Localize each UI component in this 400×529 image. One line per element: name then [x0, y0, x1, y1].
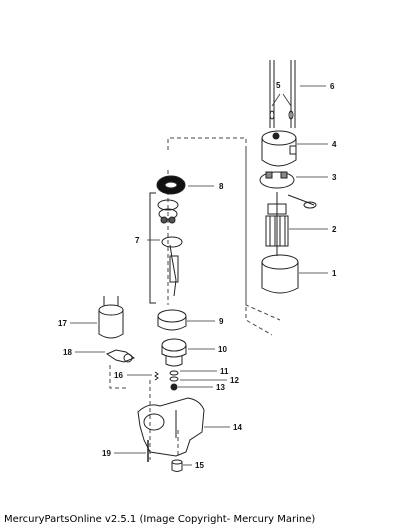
callout-12: 12 — [230, 376, 239, 385]
clip-part — [170, 383, 178, 391]
callout-7: 7 — [135, 236, 140, 245]
seal-part — [156, 175, 186, 211]
callout-1: 1 — [332, 269, 337, 278]
ring-part — [169, 370, 179, 376]
field-frame-part — [261, 254, 299, 294]
callout-19: 19 — [102, 449, 111, 458]
screws-part — [269, 110, 294, 120]
callout-3: 3 — [332, 173, 337, 182]
callout-6: 6 — [330, 82, 335, 91]
callout-8: 8 — [219, 182, 224, 191]
callout-15: 15 — [195, 461, 204, 470]
callout-5: 5 — [276, 81, 281, 90]
callout-13: 13 — [216, 383, 225, 392]
gear-part — [157, 309, 187, 331]
brush-plate-part — [259, 171, 317, 209]
leader-lines — [70, 85, 328, 466]
washer-part — [169, 376, 179, 382]
spring-part — [154, 371, 159, 381]
armature-part — [265, 192, 289, 256]
shift-lever-part — [105, 349, 136, 363]
exploded-parts-diagram: 1 2 3 4 5 6 7 8 9 10 11 12 13 14 15 16 1… — [58, 60, 337, 472]
bushing-part — [171, 459, 183, 472]
callout-9: 9 — [219, 317, 224, 326]
callout-10: 10 — [218, 345, 227, 354]
callout-17: 17 — [58, 319, 67, 328]
callout-18: 18 — [63, 348, 72, 357]
planetary-gear-assembly-part — [149, 192, 183, 304]
callout-14: 14 — [233, 423, 242, 432]
callout-4: 4 — [332, 140, 337, 149]
callout-11: 11 — [220, 367, 229, 376]
callout-16: 16 — [114, 371, 123, 380]
end-cap-part — [261, 130, 297, 167]
solenoid-part — [98, 296, 124, 339]
drive-housing-part — [137, 397, 205, 457]
image-caption: MercuryPartsOnline v2.5.1 (Image Copyrig… — [4, 514, 316, 525]
drive-part — [161, 338, 187, 367]
callout-2: 2 — [332, 225, 337, 234]
